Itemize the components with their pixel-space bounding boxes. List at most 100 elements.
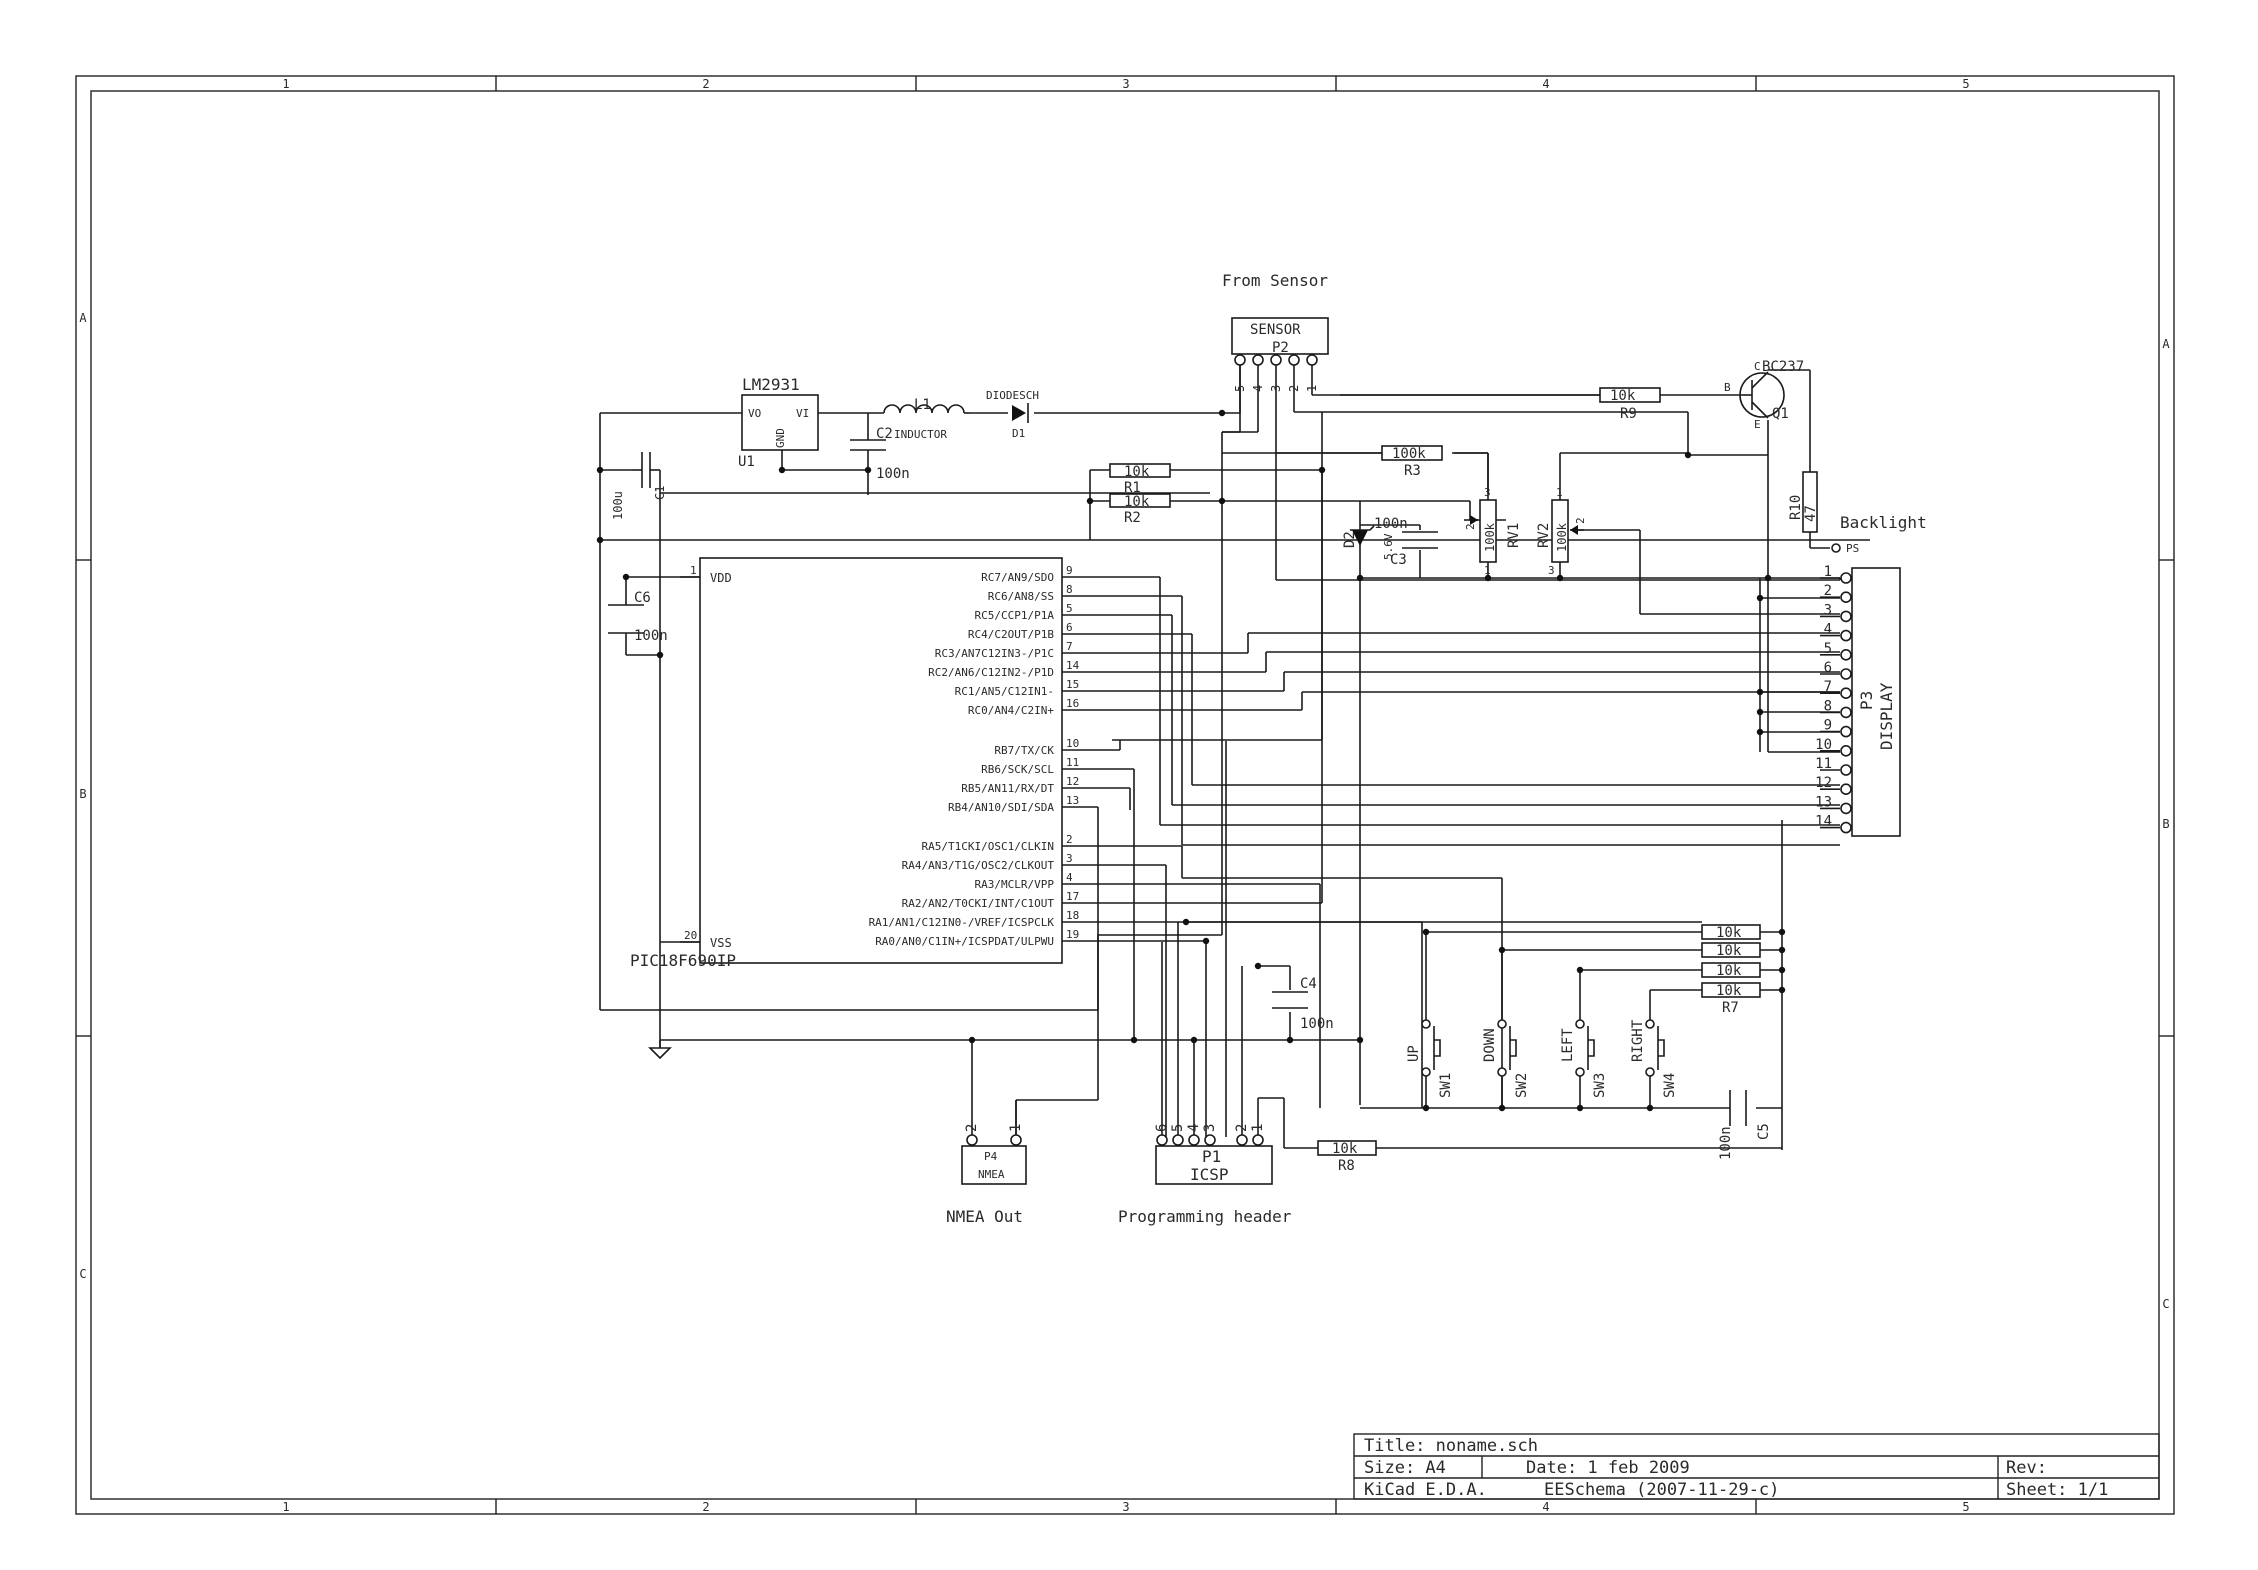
switch-ref: SW3 xyxy=(1592,1073,1608,1098)
mcu-pin-vss-label: VSS xyxy=(710,936,732,950)
mcu-value: PIC18F690IP xyxy=(630,951,736,970)
mcu-pin-name: RB4/AN10/SDI/SDA xyxy=(948,801,1054,814)
p3-pin-pad xyxy=(1840,744,1852,757)
p3-pin-number: 7 xyxy=(1824,679,1832,695)
p3-pin-number: 10 xyxy=(1815,737,1832,753)
p3-pin-pad xyxy=(1840,783,1852,796)
p3-pin-pad xyxy=(1840,687,1852,700)
p3-pin-pad xyxy=(1840,610,1852,623)
rv2-pin3: 3 xyxy=(1548,564,1555,577)
r2-resistor: 10k R2 xyxy=(1109,493,1171,526)
title-block: Title: noname.sch Size: A4 Date: 1 feb 2… xyxy=(1353,1433,2160,1500)
switch-sw3: LEFT SW3 xyxy=(1560,1019,1608,1098)
rv2-ref: RV2 xyxy=(1536,523,1552,548)
mcu-pin-name: RB5/AN11/RX/DT xyxy=(961,782,1054,795)
mcu-pin-number: 9 xyxy=(1066,564,1073,577)
mcu-pin-number: 18 xyxy=(1066,909,1079,922)
c1-value: 100u xyxy=(611,491,625,520)
c6-capacitor: C6 100n xyxy=(608,590,668,644)
switch-value: LEFT xyxy=(1560,1028,1576,1062)
c1-ref: C1 xyxy=(653,486,667,500)
pullup-r1-value: 10k xyxy=(1716,925,1742,941)
ground-symbol xyxy=(648,1040,672,1060)
p3-pin-pad xyxy=(1840,668,1852,680)
mcu-pin-number: 15 xyxy=(1066,678,1079,691)
p3-ref: P3 xyxy=(1857,691,1876,710)
title-block-version: EESchema (2007-11-29-c) xyxy=(1544,1480,1779,1500)
mcu-pin-name: RA0/AN0/C1IN+/ICSPDAT/ULPWU xyxy=(875,935,1054,948)
p4-pin-number: 2 xyxy=(964,1124,980,1132)
p3-pin-number: 3 xyxy=(1824,602,1832,618)
p3-pin-pad xyxy=(1840,706,1852,719)
mcu-pin-vss-num: 20 xyxy=(684,929,697,942)
mcu-pin-vdd-label: VDD xyxy=(710,571,732,585)
p1-pin-number: 5 xyxy=(1170,1124,1186,1132)
sheet-frame: 1 2 3 4 5 1 2 3 4 5 A B C A B C xyxy=(75,75,2175,1515)
q1-value: BC237 xyxy=(1762,359,1804,375)
mcu-pin-name: RC3/AN7C12IN3-/P1C xyxy=(935,647,1054,660)
switch-contact xyxy=(1645,1067,1655,1077)
annotation-nmea-out: NMEA Out xyxy=(946,1207,1023,1226)
c1-capacitor: 100u C1 xyxy=(611,452,667,520)
rv1-pin3: 3 xyxy=(1484,486,1491,499)
wires xyxy=(599,363,1870,1150)
p1-pin-number: 4 xyxy=(1186,1124,1202,1132)
c3-value: 100n xyxy=(1374,516,1408,532)
switch-contact xyxy=(1575,1019,1585,1029)
p1-value: ICSP xyxy=(1190,1165,1229,1184)
c4-capacitor: C4 100n xyxy=(1272,976,1334,1032)
switch-actuator xyxy=(1587,1026,1595,1070)
c5-value: 100n xyxy=(1718,1126,1734,1160)
u1-pin-gnd: GND xyxy=(774,428,787,448)
mcu-pin-number: 3 xyxy=(1066,852,1073,865)
mcu-pin-name: RC0/AN4/C2IN+ xyxy=(968,704,1054,717)
p3-pin-pad xyxy=(1840,725,1852,738)
title-block-rev: Rev: xyxy=(2006,1458,2047,1478)
r10-value: 47 xyxy=(1803,505,1819,522)
c3-capacitor: 100n C3 xyxy=(1374,516,1438,568)
p2-pin-pad xyxy=(1234,354,1246,366)
rv1-pin2: 2 xyxy=(1464,523,1477,530)
mcu-pin-number: 12 xyxy=(1066,775,1079,788)
mcu-pin-name: RB6/SCK/SCL xyxy=(981,763,1054,776)
p1-ref: P1 xyxy=(1202,1147,1221,1166)
p2-pin-pad xyxy=(1306,354,1318,366)
q1-pin-c: C xyxy=(1754,360,1761,373)
r9-ref: R9 xyxy=(1620,406,1637,422)
r1-value: 10k xyxy=(1124,464,1150,480)
pullup-r2-value: 10k xyxy=(1716,943,1742,959)
r2-value: 10k xyxy=(1124,494,1150,510)
r9-value: 10k xyxy=(1610,388,1636,404)
p3-pin-pad xyxy=(1840,629,1852,642)
frame-col-label-top-4: 4 xyxy=(1542,77,1549,91)
mcu-pin-name: RC5/CCP1/P1A xyxy=(975,609,1055,622)
d2-ref: D2 xyxy=(1342,531,1358,548)
frame-row-label-right-a: A xyxy=(2162,337,2170,351)
mcu-pin-name: RC7/AN9/SDO xyxy=(981,571,1054,584)
p2-pin-number: 4 xyxy=(1251,385,1265,392)
r3-ref: R3 xyxy=(1404,463,1421,479)
p3-pin-pad xyxy=(1840,591,1852,604)
p2-pin-number: 3 xyxy=(1269,385,1283,392)
d2-value: 5.6V xyxy=(1382,533,1395,560)
u1-pin-vi: VI xyxy=(796,407,809,420)
rv1-ref: RV1 xyxy=(1506,523,1522,548)
mcu-pin-number: 19 xyxy=(1066,928,1079,941)
ps-label: PS xyxy=(1846,542,1859,555)
p4-pin-pad xyxy=(1010,1134,1022,1146)
switch-value: RIGHT xyxy=(1630,1019,1646,1062)
q1-pin-b: B xyxy=(1724,381,1731,394)
p3-pin-number: 4 xyxy=(1824,622,1832,638)
frame-col-label-top-3: 3 xyxy=(1122,77,1129,91)
mcu-pin-number: 4 xyxy=(1066,871,1073,884)
r1-resistor: 10k R1 xyxy=(1109,463,1171,496)
rv2-value: 100k xyxy=(1555,522,1569,552)
q1-pin-e: E xyxy=(1754,418,1761,431)
p2-pin-pad xyxy=(1252,354,1264,366)
p3-pin-pad xyxy=(1840,648,1852,661)
u1-value: LM2931 xyxy=(742,375,800,394)
